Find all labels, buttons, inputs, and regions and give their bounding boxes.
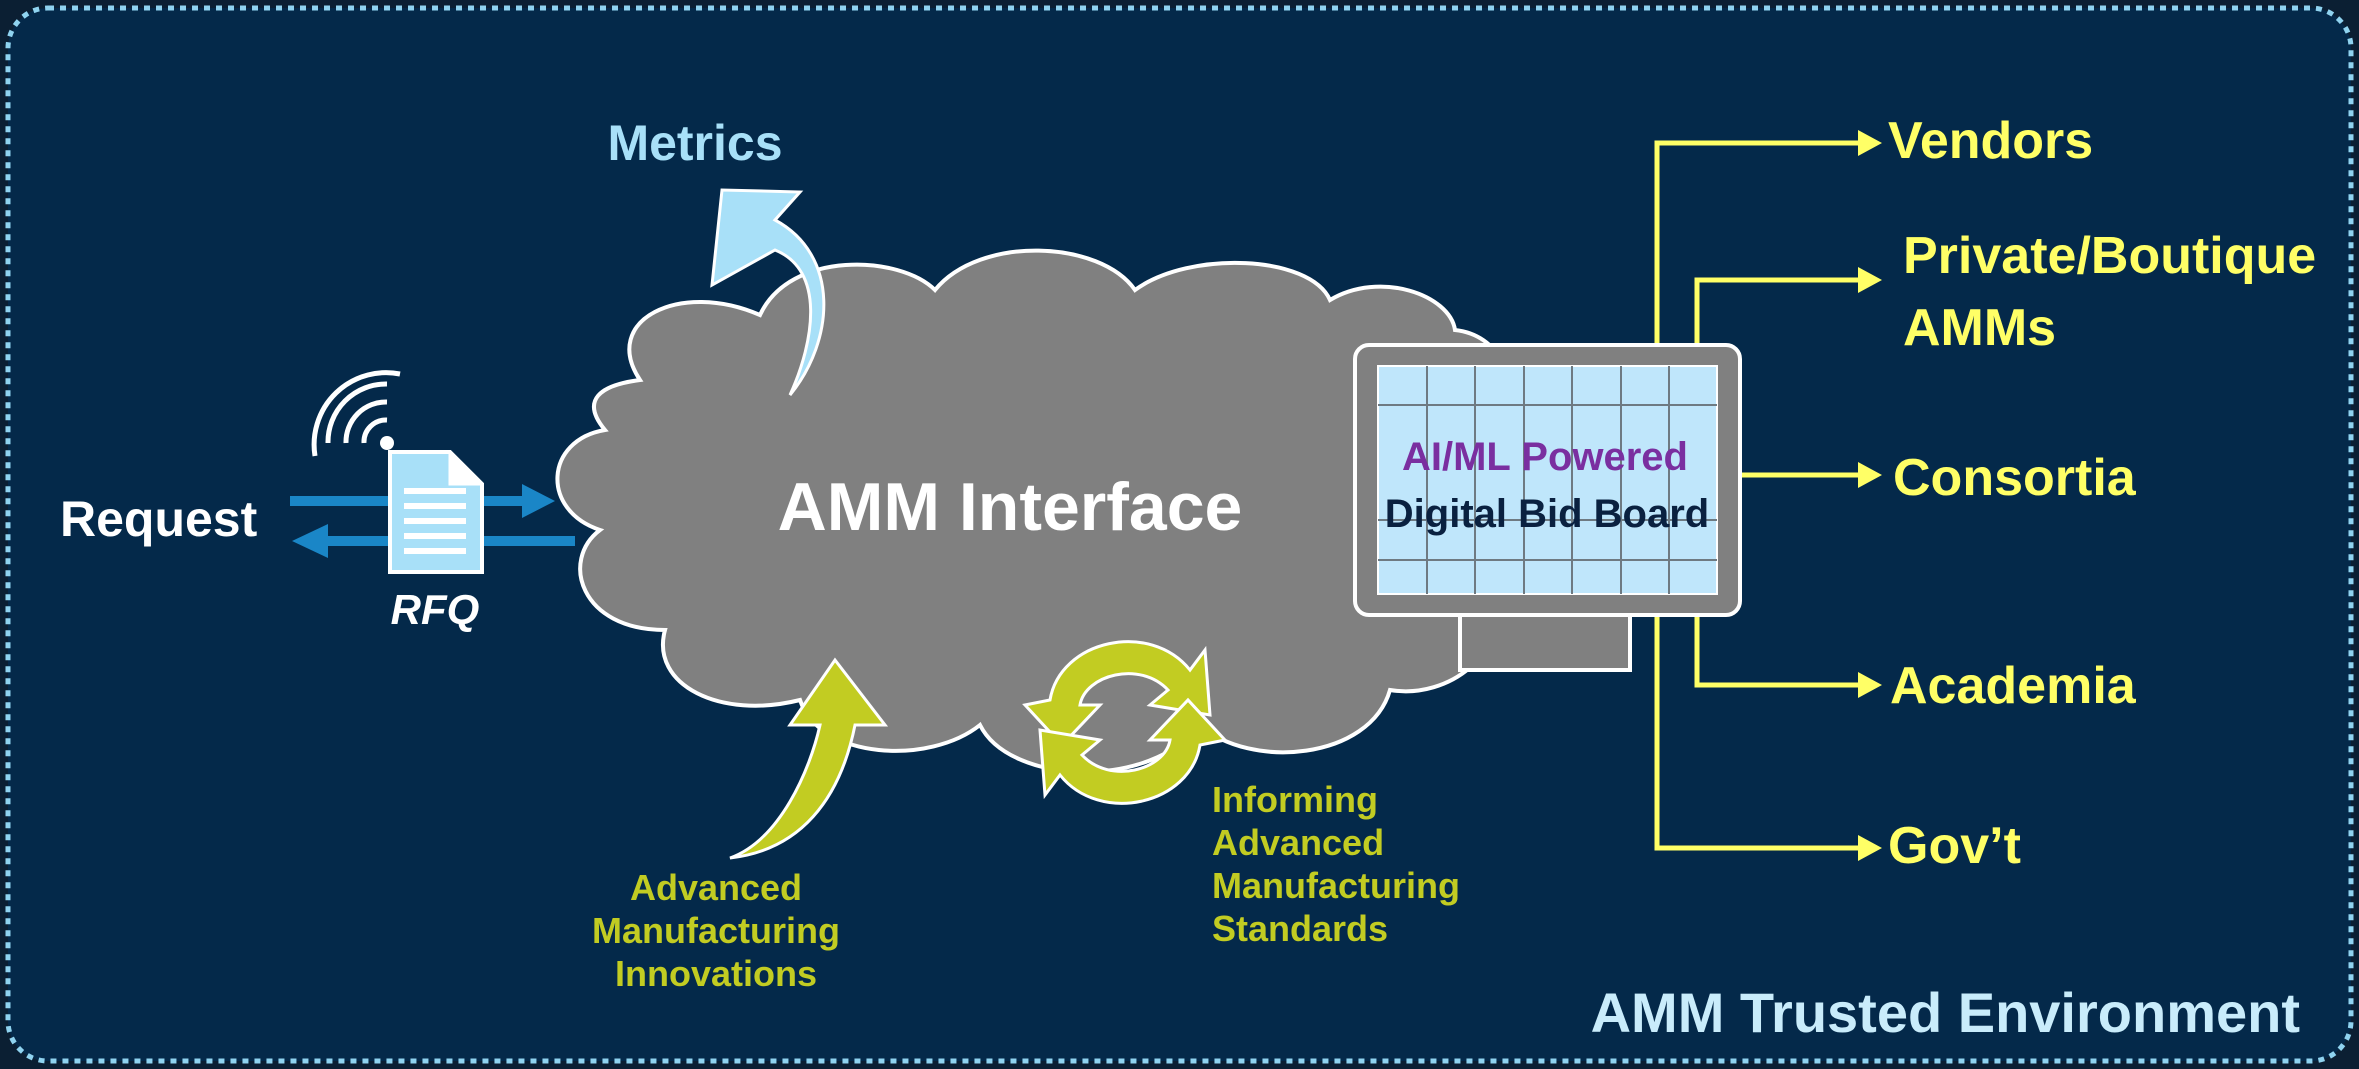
destination-consortia: Consortia: [1893, 449, 2137, 507]
request-label: Request: [60, 491, 258, 547]
metrics-arrow-icon: [710, 188, 826, 396]
innovations-line-3: Innovations: [615, 953, 817, 994]
monitor-icon: [1353, 343, 1742, 672]
innovations-line-2: Manufacturing: [592, 910, 840, 951]
destination-govt: Gov’t: [1888, 817, 2021, 875]
standards-line-2: Advanced: [1212, 822, 1384, 863]
destination-private-boutique: Private/Boutique: [1903, 227, 2316, 285]
metrics-label: Metrics: [607, 115, 782, 171]
footer-label: AMM Trusted Environment: [1591, 981, 2300, 1044]
wifi-signal-icon: [311, 370, 401, 457]
monitor-line-2: Digital Bid Board: [1385, 492, 1709, 536]
connector-lines: [1654, 140, 1862, 851]
destination-vendors: Vendors: [1888, 112, 2093, 170]
innovations-line-1: Advanced: [630, 867, 802, 908]
cloud-title: AMM Interface: [778, 469, 1243, 545]
rfq-label: RFQ: [391, 586, 480, 634]
standards-line-1: Informing: [1212, 779, 1378, 820]
refresh-cycle-icon: [1022, 640, 1228, 805]
connector-arrowheads: [1858, 130, 1882, 861]
standards-line-3: Manufacturing: [1212, 865, 1460, 906]
monitor-line-1: AI/ML Powered: [1402, 435, 1688, 479]
standards-line-4: Standards: [1212, 908, 1388, 949]
innovations-arrow-icon: [729, 657, 889, 860]
destination-amms: AMMs: [1903, 299, 2056, 357]
destination-academia: Academia: [1890, 657, 2137, 715]
cloud-shape: [555, 248, 1507, 774]
document-icon: [388, 450, 484, 574]
